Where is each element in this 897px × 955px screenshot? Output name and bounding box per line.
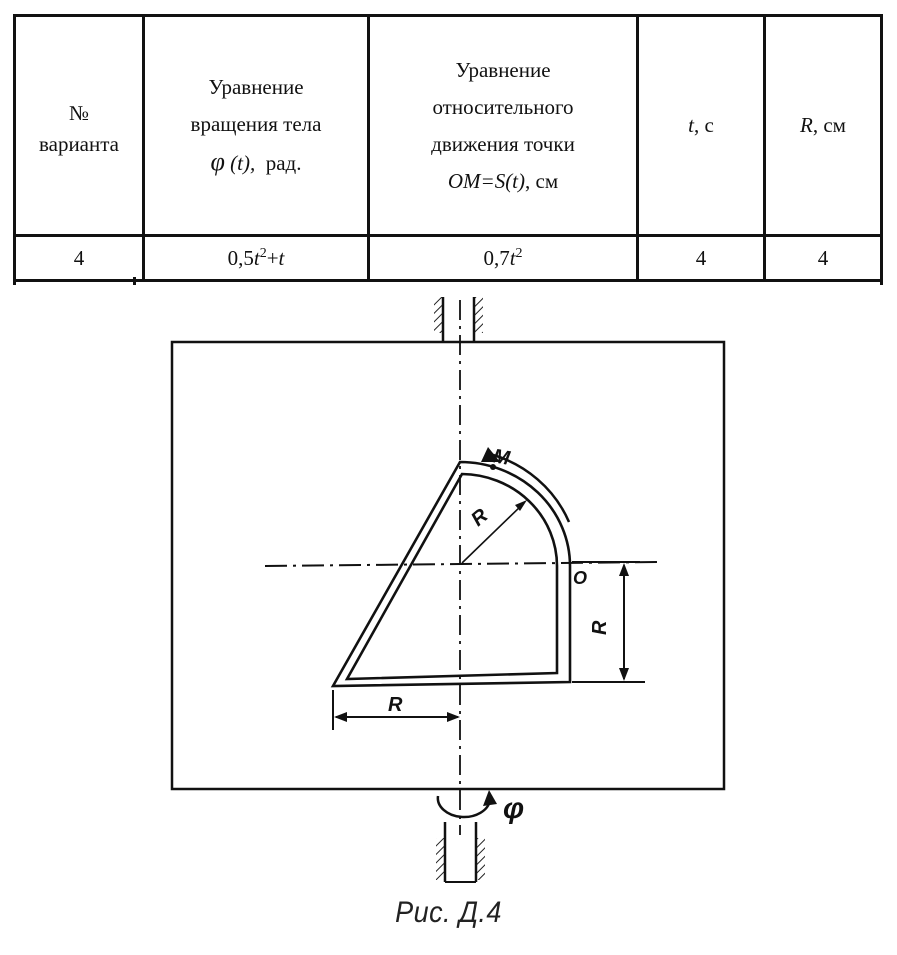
header-variant-line2: варианта [38, 132, 119, 156]
table-edge-tick-mid [133, 277, 136, 285]
variant-table: № варианта Уравнение вращения тела φ (t)… [13, 14, 883, 282]
figure-caption: Рис. Д.4 [395, 896, 502, 929]
table-edge-tick-right [880, 277, 883, 285]
cell-relative: 0,7t2 [367, 235, 639, 282]
label-O: O [573, 568, 587, 588]
header-relative-line2: относительного [432, 94, 574, 119]
phi-symbol: φ [210, 147, 225, 176]
header-variant: № варианта [13, 14, 145, 237]
table-header-row: № варианта Уравнение вращения тела φ (t)… [13, 14, 883, 237]
rotating-body-plate [170, 340, 726, 791]
phi-argument: (t), [230, 151, 256, 175]
cell-time: 4 [636, 235, 766, 282]
label-M: M [491, 445, 513, 470]
relative-exp: 2 [515, 245, 523, 261]
vertical-dimension [572, 561, 645, 683]
rotation-var: t [253, 245, 260, 270]
point-M [490, 464, 496, 470]
horizontal-dimension [332, 690, 460, 730]
mechanism-diagram: M O R R R φ [170, 297, 726, 883]
horizontal-center-line [264, 561, 661, 567]
channel [330, 460, 572, 688]
rotation-plus: + [266, 245, 279, 270]
table-row: 4 0,5t2+t 0,7t2 4 4 [13, 235, 883, 282]
table-edge-tick-left [13, 277, 16, 285]
label-R-vertical: R [589, 620, 611, 635]
header-rotation: Уравнение вращения тела φ (t), рад. [142, 14, 370, 237]
top-bearing [434, 297, 483, 342]
header-relative-line4: OM=S(t), см [376, 163, 630, 200]
rotation-var2: t [278, 245, 285, 270]
bottom-bearing [436, 822, 485, 883]
header-rotation-line1: Уравнение [208, 75, 304, 99]
header-relative-line3: движения точки [431, 131, 575, 156]
header-radius: R, см [763, 14, 883, 237]
relative-motion-arrow [481, 447, 571, 523]
header-variant-line1: № [68, 101, 90, 125]
cell-rotation: 0,5t2+t [142, 235, 370, 282]
label-phi: φ [503, 792, 524, 825]
radius-line [461, 503, 524, 564]
header-rotation-line2: вращения тела [190, 112, 322, 136]
header-relative-line1: Уравнение [455, 57, 551, 82]
relative-var: t [509, 245, 516, 270]
header-relative: Уравнение относительного движения точки … [367, 14, 639, 237]
radius-var: R [800, 113, 813, 137]
rotation-arrow [436, 790, 497, 819]
relative-equation: OM=S(t) [447, 168, 526, 193]
time-var: t [688, 113, 694, 137]
label-R-radius: R [467, 504, 493, 530]
radius-arrowhead [515, 500, 527, 511]
relative-unit: , см [525, 168, 559, 193]
cell-radius: 4 [763, 235, 883, 282]
cell-variant: 4 [13, 235, 145, 282]
radius-unit: , см [812, 113, 846, 137]
time-unit: , с [694, 113, 714, 137]
rotation-coef: 0,5 [227, 245, 254, 270]
rotation-unit: рад. [265, 151, 302, 175]
header-rotation-line3: φ (t), рад. [151, 143, 361, 182]
relative-coef: 0,7 [483, 245, 510, 270]
rotation-exp: 2 [259, 245, 267, 261]
header-time: t, с [636, 14, 766, 237]
label-R-horizontal: R [388, 694, 403, 716]
